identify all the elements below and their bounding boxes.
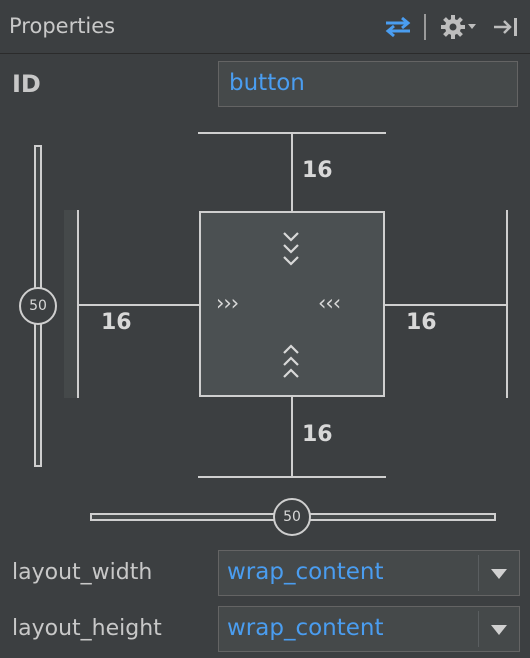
properties-header: Properties xyxy=(0,0,530,54)
id-field[interactable]: button xyxy=(218,61,518,107)
left-wrap-chevrons[interactable]: ››› xyxy=(216,291,239,315)
left-constraint-line[interactable] xyxy=(78,304,200,306)
left-shade xyxy=(64,210,78,398)
layout-width-label: layout_width xyxy=(12,560,153,585)
bottom-wrap-chevrons[interactable] xyxy=(279,340,303,384)
toolbar-divider xyxy=(424,14,426,40)
top-constraint-line[interactable] xyxy=(291,132,293,212)
id-value: button xyxy=(229,70,305,96)
right-wrap-chevrons[interactable]: ‹‹‹ xyxy=(318,291,341,315)
layout-height-dropdown[interactable]: wrap_content xyxy=(218,606,520,652)
chevron-down-icon[interactable] xyxy=(491,569,507,579)
swap-arrows-icon[interactable] xyxy=(382,16,414,38)
bottom-margin-value[interactable]: 16 xyxy=(302,422,333,447)
pin-right-icon[interactable] xyxy=(492,16,520,38)
top-margin-value[interactable]: 16 xyxy=(302,158,333,183)
header-divider xyxy=(0,53,530,54)
gear-dropdown-icon[interactable] xyxy=(468,24,476,30)
chevron-down-icon[interactable] xyxy=(491,625,507,635)
dropdown-divider xyxy=(478,611,479,647)
right-margin-value[interactable]: 16 xyxy=(406,310,437,335)
id-label: ID xyxy=(12,70,41,98)
layout-height-label: layout_height xyxy=(12,616,162,641)
gear-icon[interactable] xyxy=(440,14,466,40)
layout-height-value: wrap_content xyxy=(227,615,384,641)
top-wrap-chevrons[interactable] xyxy=(279,230,303,274)
bottom-constraint-line[interactable] xyxy=(291,396,293,478)
widget-preview-box xyxy=(199,211,385,397)
right-anchor-line xyxy=(506,210,508,398)
layout-width-value: wrap_content xyxy=(227,559,384,585)
layout-width-dropdown[interactable]: wrap_content xyxy=(218,550,520,596)
panel-title: Properties xyxy=(9,14,116,38)
right-constraint-line[interactable] xyxy=(384,304,508,306)
bottom-anchor-line xyxy=(198,476,386,478)
horizontal-bias-handle[interactable]: 50 xyxy=(273,498,311,536)
dropdown-divider xyxy=(478,555,479,591)
vertical-bias-handle[interactable]: 50 xyxy=(19,287,57,325)
left-margin-value[interactable]: 16 xyxy=(101,310,132,335)
